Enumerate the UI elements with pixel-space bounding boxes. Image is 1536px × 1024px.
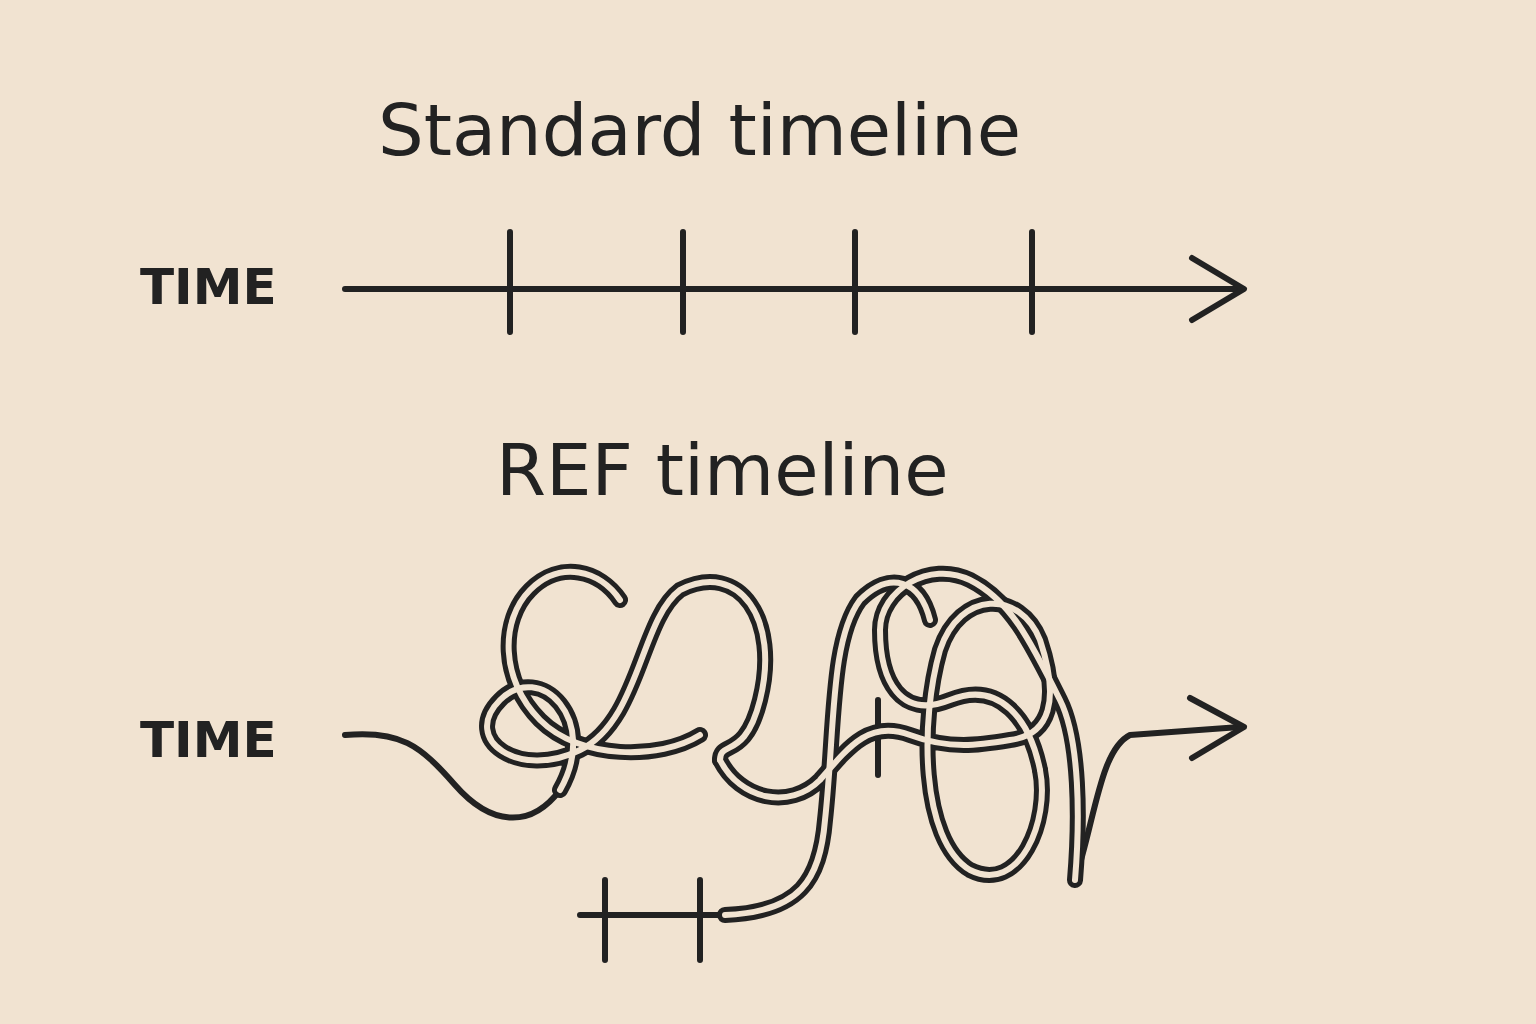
section-heading: REF timeline <box>496 434 948 506</box>
section-heading: Standard timeline <box>378 94 1021 166</box>
ref-axis <box>345 698 1244 960</box>
axis-label: TIME <box>140 262 277 312</box>
tangled-rope <box>487 572 1078 915</box>
axis-label: TIME <box>140 715 277 765</box>
standard-axis <box>345 232 1244 332</box>
